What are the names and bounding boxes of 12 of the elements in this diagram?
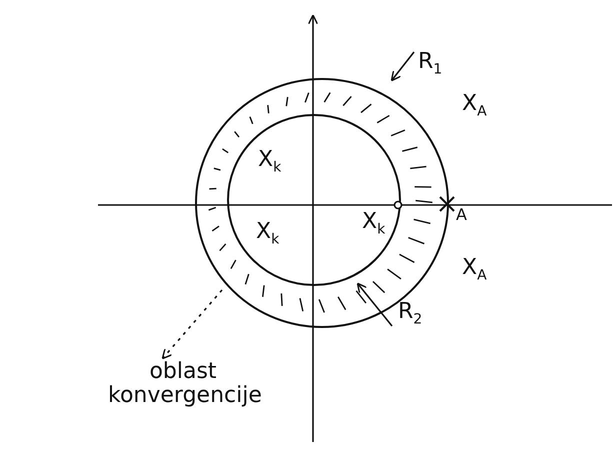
- region-label: X$_{A}$: [462, 256, 487, 284]
- leader-line: [356, 282, 393, 326]
- region-label: X$_{k}$: [258, 148, 282, 176]
- leader-line: [162, 289, 223, 360]
- point-label: A: [456, 206, 467, 224]
- region-label: X$_{A}$: [462, 92, 487, 120]
- radius-label: R$_{2}$: [398, 300, 422, 328]
- radius-label: R$_{1}$: [418, 50, 442, 78]
- point-label: X$_{k}$: [362, 210, 386, 238]
- region-label: X$_{k}$: [256, 220, 280, 248]
- circle-outline: [195, 78, 449, 328]
- leader-line: [390, 52, 415, 82]
